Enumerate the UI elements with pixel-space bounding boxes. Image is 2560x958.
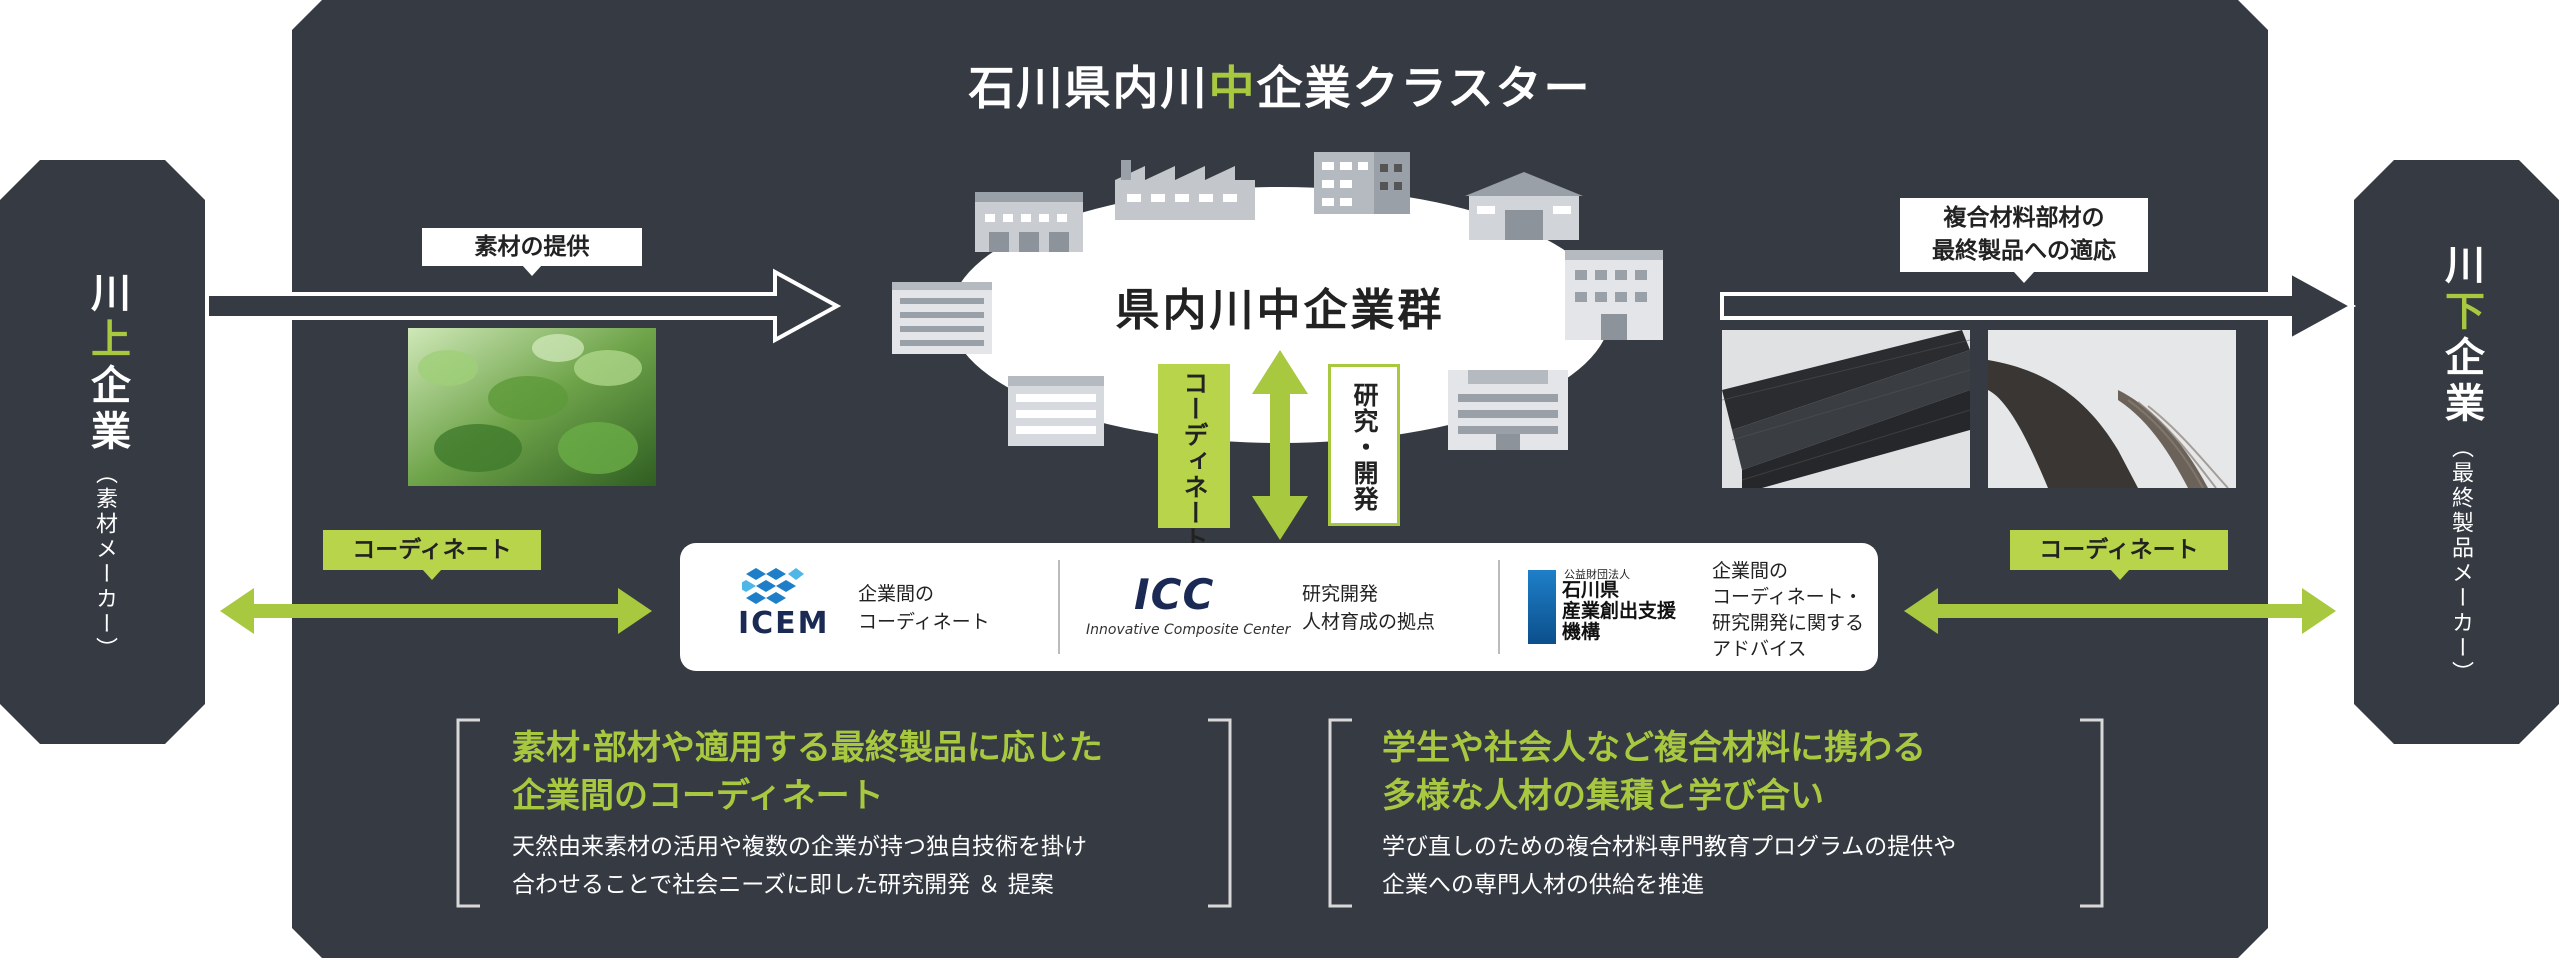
building-icon (1465, 172, 1583, 240)
building-icon (1448, 370, 1568, 450)
coordinate-right-tag-pointer (2110, 569, 2130, 580)
company-group-ellipse (950, 187, 1610, 443)
feature-left-title: 素材·部材や適用する最終製品に応じた 企業間のコーディネート (512, 728, 1103, 816)
company-group-label: 県内川中企業群 (1115, 285, 1445, 336)
icc-desc: 研究開発 人材育成の拠点 (1302, 583, 1436, 633)
factory-icon (1115, 160, 1255, 220)
supply-arrow (205, 268, 842, 344)
isico-logo-text: 石川県 産業創出支援 機構 (1562, 579, 1677, 643)
feature-right-body: 学び直しのための複合材料専門教育プログラムの提供や 企業への専門人材の供給を推進 (1382, 834, 1957, 898)
coordinate-vertical-label: コーディネート (1180, 370, 1209, 552)
icc-logo-subtitle: Innovative Composite Center (1086, 622, 1291, 638)
icc-logo: ICC (1134, 570, 1215, 619)
isico-logo-mark (1528, 570, 1556, 644)
coordinate-right-tag: コーディネート (2010, 530, 2228, 570)
icem-logo: ICEM (738, 606, 830, 641)
upstream-subtitle: （素材メーカー） (92, 462, 117, 662)
coordinate-left-tag-pointer (422, 569, 442, 580)
upstream-panel (0, 160, 205, 744)
carbon-sheet-photo (1722, 330, 1970, 488)
feature-left-body: 天然由来素材の活用や複数の企業が持つ独自技術を掛け 合わせることで社会ニーズに即… (512, 834, 1087, 898)
icem-desc: 企業間の コーディネート (858, 583, 990, 633)
main-title: 石川県内川中企業クラスター (968, 61, 1592, 115)
carbon-fiber-photo (1988, 330, 2236, 488)
building-icon (1565, 250, 1663, 340)
isico-desc: 企業間の コーディネート・ 研究開発に関する アドバイス (1712, 560, 1865, 660)
feature-left-bracket (456, 718, 1232, 908)
apply-arrow (1720, 268, 2357, 344)
supply-tag: 素材の提供 (422, 228, 642, 266)
leaf-photo (408, 328, 656, 486)
downstream-title: 川下企業 (2438, 244, 2484, 428)
isico-logo-small: 公益財団法人 (1564, 568, 1630, 581)
downstream-subtitle: （最終製品メーカー） (2448, 436, 2473, 686)
supply-tag-pointer (522, 265, 542, 276)
coordinate-vertical-tag (1158, 364, 1230, 528)
building-icon (1314, 152, 1410, 214)
research-vertical-tag (1328, 364, 1400, 526)
upstream-title: 川上企業 (84, 272, 130, 456)
feature-right-bracket (1328, 718, 2104, 908)
feature-right-title: 学生や社会人など複合材料に携わる 多様な人材の集積と学び合い (1382, 728, 1926, 816)
factory-icon (975, 192, 1083, 252)
building-icon (1008, 376, 1104, 446)
downstream-panel (2354, 160, 2559, 744)
partner-divider (1058, 560, 1060, 654)
partner-divider (1498, 560, 1500, 654)
research-vertical-label: 研究・開発 (1350, 382, 1379, 512)
apply-tag-pointer (2014, 272, 2034, 283)
building-icon (892, 282, 992, 354)
coordinate-right-arrow (1904, 588, 2336, 634)
coordinate-left-arrow (220, 588, 652, 634)
icem-logo-icon (742, 568, 804, 604)
apply-tag: 複合材料部材の 最終製品への適応 (1900, 198, 2148, 272)
coordinate-left-tag: コーディネート (323, 530, 541, 570)
partners-box (680, 543, 1878, 671)
vertical-double-arrow (1252, 350, 1308, 540)
